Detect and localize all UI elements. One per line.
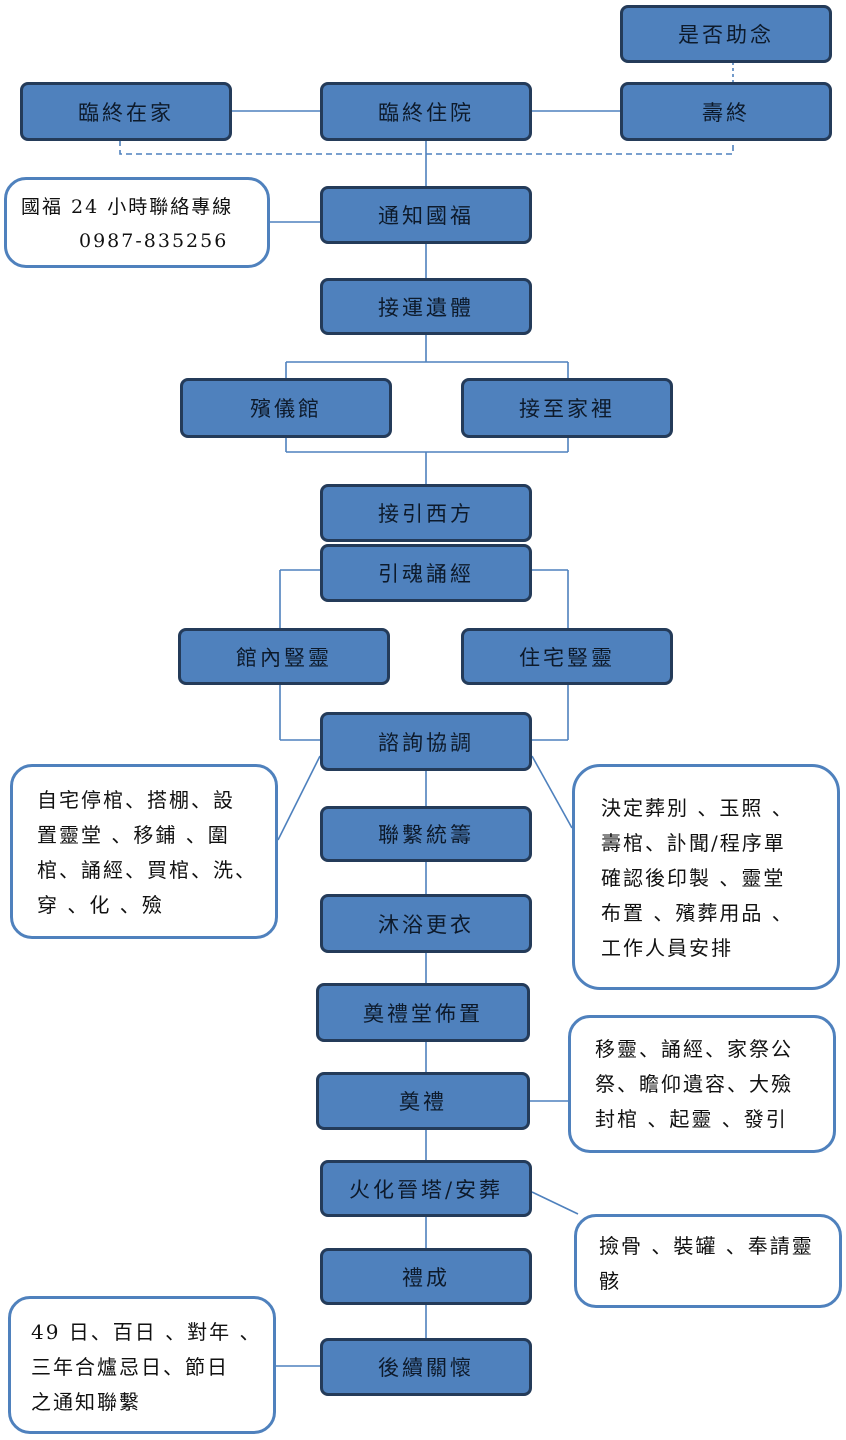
note-bone-collection: 撿骨 、裝罐 、奉請靈 骸 (574, 1214, 842, 1308)
note-home-line-3: 棺、誦經、買棺、洗、 (37, 858, 257, 882)
note-followup-line-1: 49 日、百日 、對年 、 (31, 1320, 262, 1344)
node-dying-in-hospital: 臨終住院 (320, 82, 532, 141)
node-bathing-dressing: 沐浴更衣 (320, 894, 532, 953)
note-service-line-3: 封棺 、起靈 、發引 (595, 1107, 788, 1131)
node-bring-home: 接至家裡 (461, 378, 673, 438)
node-dying-at-home: 臨終在家 (20, 82, 232, 141)
note-home-line-2: 置靈堂 、移鋪 、圍 (37, 823, 230, 847)
node-help-recite: 是否助念 (620, 5, 832, 63)
node-funeral-home: 殯儀館 (180, 378, 392, 438)
note-decisions-line-5: 工作人員安排 (601, 936, 733, 960)
note-home-line-4: 穿 、化 、殮 (37, 893, 164, 917)
node-guide-west: 接引西方 (320, 484, 532, 542)
note-service-steps: 移靈、誦經、家祭公 祭、瞻仰遺容、大殮 封棺 、起靈 、發引 (568, 1015, 836, 1153)
node-notify-guofu: 通知國福 (320, 186, 532, 244)
node-coordination: 聯繫統籌 (320, 806, 532, 862)
node-ceremony-complete: 禮成 (320, 1248, 532, 1305)
node-memorial-service: 奠禮 (316, 1072, 530, 1130)
node-soul-chanting: 引魂誦經 (320, 544, 532, 602)
note-bones-line-1: 撿骨 、裝罐 、奉請靈 (599, 1234, 814, 1258)
note-hotline-line-2: 0987-835256 (79, 230, 229, 252)
connector-consult-decisions (531, 755, 573, 829)
note-decisions-line-4: 布置 、殯葬用品 、 (601, 901, 794, 925)
node-transport-body: 接運遺體 (320, 278, 532, 335)
note-decisions-line-3: 確認後印製 、靈堂 (601, 866, 786, 890)
node-cremation-burial: 火化晉塔/安葬 (320, 1160, 532, 1217)
node-hall-setup: 奠禮堂佈置 (316, 983, 530, 1042)
note-service-line-1: 移靈、誦經、家祭公 (595, 1037, 793, 1061)
node-home-altar: 住宅豎靈 (461, 628, 673, 685)
connector-consult-home-arrangements (277, 755, 321, 841)
note-service-line-2: 祭、瞻仰遺容、大殮 (595, 1072, 793, 1096)
note-home-arrangements: 自宅停棺、搭棚、設 置靈堂 、移鋪 、圍 棺、誦經、買棺、洗、 穿 、化 、殮 (10, 764, 278, 939)
note-followup-line-3: 之通知聯繫 (31, 1390, 141, 1414)
note-decisions: 決定葬別 、玉照 、 壽棺、訃聞/程序單 確認後印製 、靈堂 布置 、殯葬用品 … (572, 764, 840, 990)
note-followup-line-2: 三年合爐忌日、節日 (31, 1355, 229, 1379)
note-decisions-line-2: 壽棺、訃聞/程序單 (601, 831, 786, 855)
note-hotline-line-1: 國福 24 小時聯絡專線 (21, 196, 234, 218)
note-decisions-line-1: 決定葬別 、玉照 、 (601, 796, 794, 820)
node-natural-death: 壽終 (620, 82, 832, 141)
node-hall-altar: 館內豎靈 (178, 628, 390, 685)
node-follow-up-care: 後續關懷 (320, 1338, 532, 1396)
note-home-line-1: 自宅停棺、搭棚、設 (37, 788, 235, 812)
note-bones-line-2: 骸 (599, 1269, 621, 1293)
node-consultation: 諮詢協調 (320, 712, 532, 771)
connector-cremation-bones (531, 1191, 579, 1215)
note-hotline: 國福 24 小時聯絡專線 0987-835256 (4, 177, 270, 268)
note-follow-up: 49 日、百日 、對年 、 三年合爐忌日、節日 之通知聯繫 (8, 1296, 276, 1434)
